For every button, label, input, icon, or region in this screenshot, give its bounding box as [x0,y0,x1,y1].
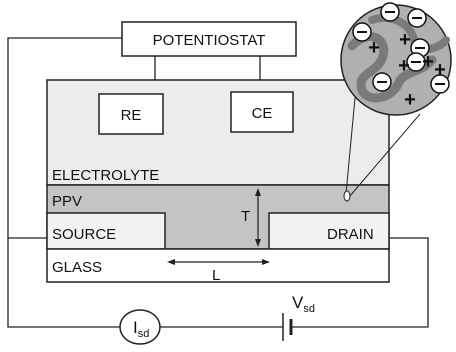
potentiostat-label: POTENTIOSTAT [153,32,266,49]
length-arrow-head-right [262,259,270,265]
negative-ion [352,22,372,42]
electrolyte-label: ELECTROLYTE [52,167,159,184]
glass-label: GLASS [52,259,102,276]
ppv-label: PPV [52,193,82,210]
positive-ion: + [368,37,380,59]
wire-source-current [7,238,120,328]
negative-ion [380,2,400,22]
drain-contact [268,212,390,250]
negative-ion [372,72,392,92]
length-label: L [212,267,220,284]
inset-pointer-right [349,113,421,197]
drain-label: DRAIN [327,226,374,243]
counter-electrode [230,91,294,133]
thickness-arrow-head-bottom [255,239,261,247]
reference-electrode [98,93,164,135]
positive-ion: + [422,51,434,73]
positive-ion: + [404,89,416,111]
glass-substrate [46,248,390,283]
potentiostat-box [121,21,297,57]
length-arrow-head-left [167,259,175,265]
wire-battery-drain [291,237,429,328]
polymer-chain [347,32,437,103]
positive-ion: + [398,55,410,77]
current-label: Isd [133,318,149,340]
magnified-inset: ++++++ [340,2,452,116]
negative-ion [406,52,426,72]
re-label: RE [121,107,142,124]
inset-focus-point [343,190,351,202]
ce-label: CE [252,105,273,122]
negative-ion [407,8,427,28]
voltage-label: Vsd [292,293,315,315]
wire-potentiostat-source [7,37,122,239]
positive-ion: + [399,29,411,51]
negative-ion [430,74,450,94]
thickness-arrow-head-top [255,188,261,196]
source-label: SOURCE [52,226,116,243]
positive-ion: + [434,59,446,81]
thickness-label: T [241,208,250,225]
